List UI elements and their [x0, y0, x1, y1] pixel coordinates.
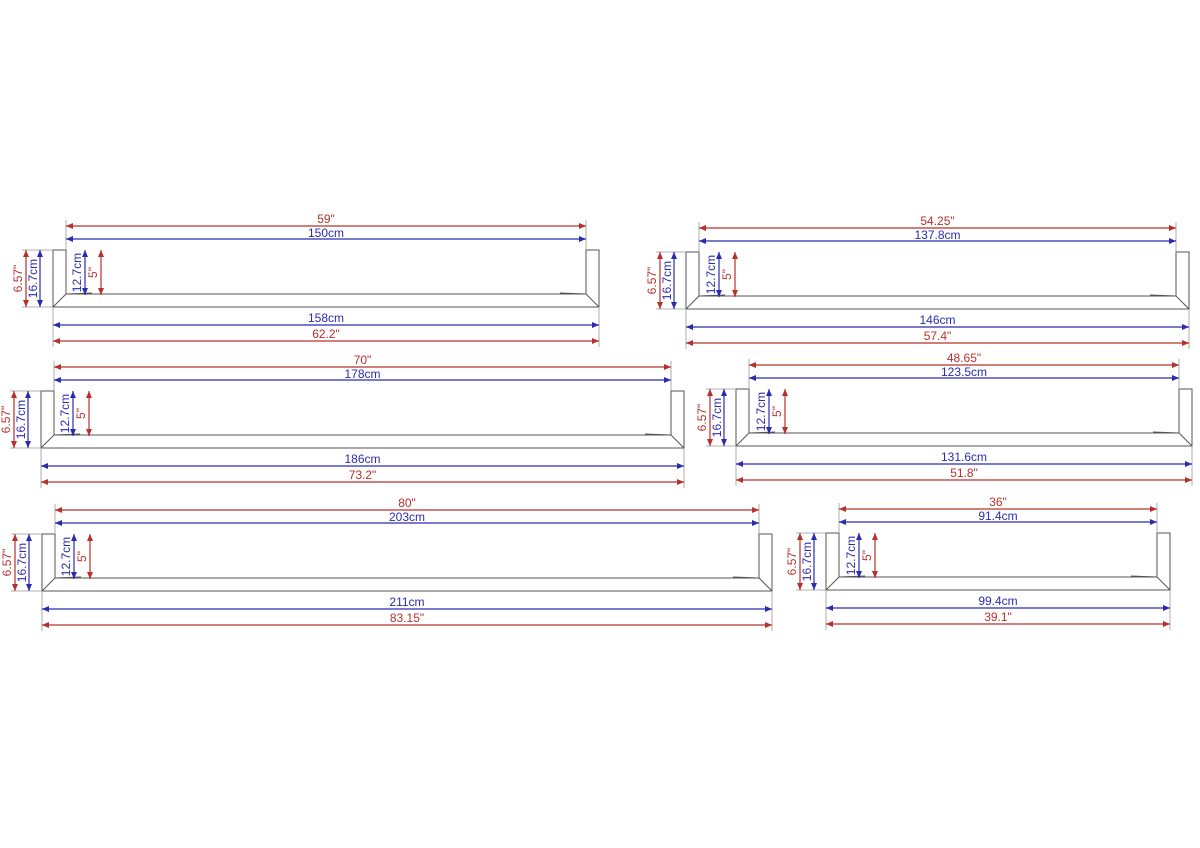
bottom-cm-label: 131.6cm	[941, 450, 987, 464]
top-cm-label: 123.5cm	[941, 365, 987, 379]
bottom-inch-label: 57.4"	[924, 329, 952, 343]
corner-left	[685, 295, 700, 310]
lip-inch-label: 5"	[75, 551, 89, 562]
lip-cm-label: 12.7cm	[58, 394, 72, 433]
shelf-shelf-54: 54.25"137.8cm 146cm 57.4" 6.57"16.7cm 12.7cm…	[645, 214, 1190, 349]
bottom-cm-label: 146cm	[919, 313, 955, 327]
height-inch-label: 6.57"	[785, 548, 799, 576]
top-cm-label: 178cm	[344, 367, 380, 381]
shelf-shelf-48: 48.65"123.5cm 131.6cm 51.8" 6.57"16.7cm 12.7…	[695, 351, 1193, 486]
bottom-inch-label: 62.2"	[312, 327, 340, 341]
lip-cm-label: 12.7cm	[59, 537, 73, 576]
top-inch-label: 48.65"	[947, 351, 981, 365]
height-inch-label: 6.57"	[695, 404, 709, 432]
bottom-inch-label: 73.2"	[349, 468, 377, 482]
corner-right	[670, 434, 685, 449]
height-cm-label: 16.7cm	[15, 543, 29, 582]
shelf-outline	[40, 390, 685, 449]
bevel-right	[732, 576, 760, 579]
shelf-outline	[52, 249, 600, 308]
bottom-inch-label: 39.1"	[984, 610, 1012, 624]
lip-cm-label: 12.7cm	[754, 392, 768, 431]
corner-left	[40, 434, 55, 449]
lip-inch-label: 5"	[74, 408, 88, 419]
height-inch-label: 6.57"	[645, 267, 659, 295]
top-cm-label: 203cm	[389, 510, 425, 524]
corner-right	[585, 293, 600, 308]
top-inch-label: 36"	[989, 495, 1007, 509]
corner-left	[41, 577, 56, 592]
shelf-outline	[685, 251, 1190, 310]
lip-inch-label: 5"	[86, 267, 100, 278]
bevel-right	[1149, 294, 1177, 297]
height-cm-label: 16.7cm	[26, 259, 40, 298]
lip-inch-label: 5"	[860, 550, 874, 561]
bottom-inch-label: 83.15"	[390, 611, 424, 625]
bottom-inch-label: 51.8"	[950, 466, 978, 480]
top-cm-label: 137.8cm	[914, 228, 960, 242]
top-inch-label: 70"	[354, 353, 372, 367]
bevel-right	[1152, 431, 1180, 434]
height-cm-label: 16.7cm	[710, 398, 724, 437]
bevel-right	[644, 433, 672, 436]
bevel-right	[559, 292, 587, 295]
lip-inch-label: 5"	[770, 406, 784, 417]
top-cm-label: 91.4cm	[978, 509, 1017, 523]
lip-cm-label: 12.7cm	[844, 536, 858, 575]
height-inch-label: 6.57"	[11, 265, 25, 293]
bottom-cm-label: 158cm	[308, 311, 344, 325]
top-inch-label: 59"	[317, 212, 335, 226]
lip-inch-label: 5"	[720, 269, 734, 280]
corner-left	[825, 576, 840, 591]
bevel-right	[1130, 575, 1158, 578]
height-inch-label: 6.57"	[0, 549, 14, 577]
shelf-outline	[825, 532, 1171, 591]
top-inch-label: 80"	[398, 496, 416, 510]
bottom-cm-label: 211cm	[389, 595, 424, 609]
top-inch-label: 54.25"	[920, 214, 954, 228]
corner-left	[52, 293, 67, 308]
height-cm-label: 16.7cm	[660, 261, 674, 300]
height-cm-label: 16.7cm	[800, 542, 814, 581]
bottom-cm-label: 186cm	[344, 452, 380, 466]
corner-right	[1175, 295, 1190, 310]
corner-left	[735, 432, 750, 447]
lip-cm-label: 12.7cm	[704, 255, 718, 294]
corner-right	[1178, 432, 1193, 447]
corner-right	[1156, 576, 1171, 591]
height-cm-label: 16.7cm	[14, 400, 28, 439]
bottom-cm-label: 99.4cm	[978, 594, 1017, 608]
top-cm-label: 150cm	[308, 226, 344, 240]
corner-right	[758, 577, 773, 592]
lip-cm-label: 12.7cm	[70, 253, 84, 292]
shelf-outline	[41, 533, 773, 592]
height-inch-label: 6.57"	[0, 406, 13, 434]
shelf-outline	[735, 388, 1193, 447]
